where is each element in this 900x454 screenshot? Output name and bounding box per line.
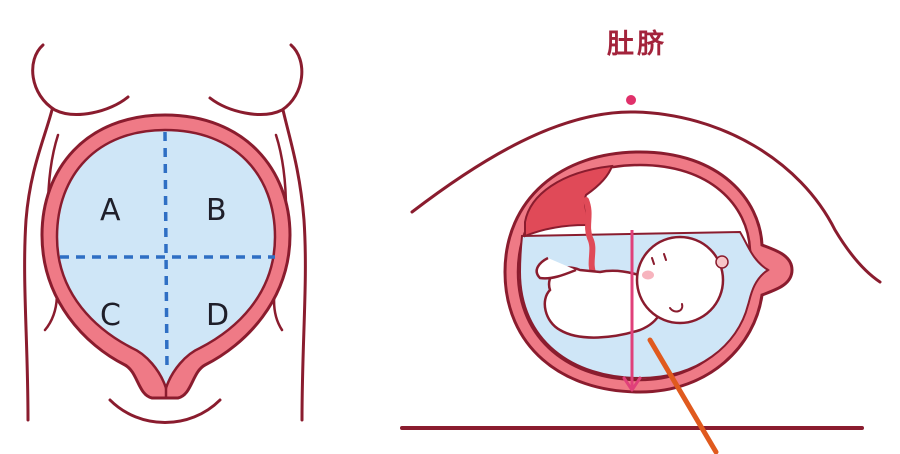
navel-label: 肚脐	[607, 29, 667, 60]
fetus-ear	[715, 255, 729, 269]
measure-arrow-head	[622, 376, 642, 392]
fetus-mouth	[669, 303, 684, 313]
left-breast-outline	[31, 43, 130, 116]
quadrant-label-c: C	[100, 298, 121, 333]
navel-dot	[626, 95, 636, 105]
torso-left-outline	[23, 108, 54, 422]
fetus-arm	[535, 256, 577, 280]
torso-right-outline	[281, 108, 307, 422]
pointer-line	[647, 337, 719, 454]
fetus-eyes	[651, 253, 667, 265]
belly-outline	[410, 110, 882, 284]
right-breast-outline	[208, 43, 304, 116]
placenta	[524, 164, 614, 238]
front-view-diagram: A B C D	[23, 43, 307, 424]
vertical-divider	[163, 131, 169, 369]
umbilical-cord	[583, 197, 597, 278]
pelvis-curve	[108, 398, 222, 424]
fetus-cheek	[642, 270, 654, 280]
quadrant-label-a: A	[100, 193, 121, 228]
quadrant-label-d: D	[206, 298, 229, 333]
quadrant-label-b: B	[206, 193, 227, 228]
side-view-diagram	[400, 95, 882, 454]
fetus-head	[635, 235, 725, 325]
